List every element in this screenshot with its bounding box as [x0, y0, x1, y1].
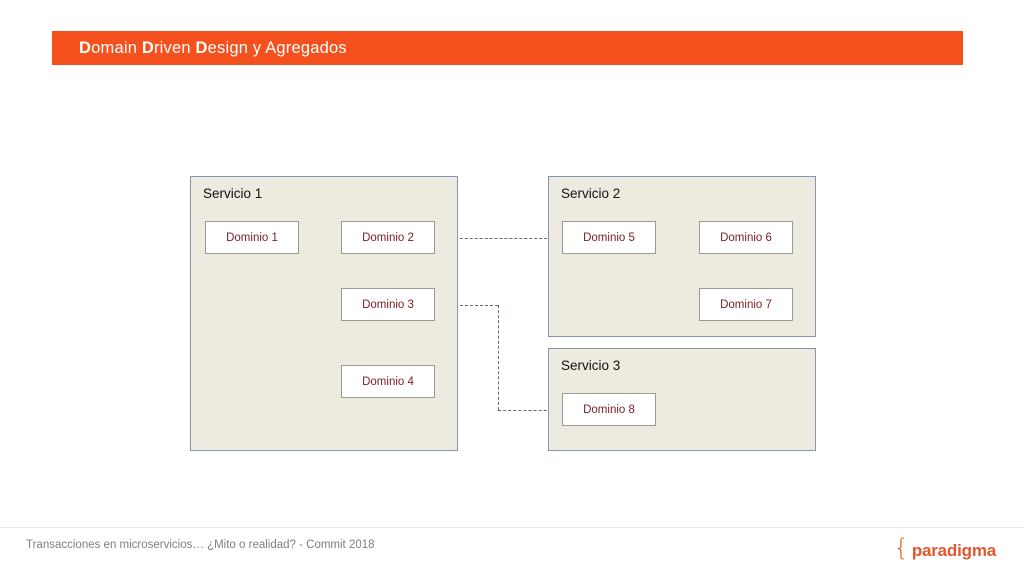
- dashed-connector-dominio3-dominio8: [498, 409, 562, 411]
- footer-divider: [0, 527, 1024, 528]
- domain-label: Dominio 1: [226, 231, 278, 244]
- service-label: Servicio 2: [561, 186, 621, 201]
- domain-box-dominio-6: Dominio 6: [699, 221, 793, 254]
- domain-box-dominio-5: Dominio 5: [562, 221, 656, 254]
- domain-label: Dominio 5: [583, 231, 635, 244]
- domain-label: Dominio 8: [583, 403, 635, 416]
- domain-label: Dominio 6: [720, 231, 772, 244]
- domain-label: Dominio 2: [362, 231, 414, 244]
- brace-icon: {: [893, 534, 909, 562]
- page-title: Domain Driven Design y Agregados: [79, 38, 347, 57]
- service-label: Servicio 1: [203, 186, 263, 201]
- footer-caption: Transacciones en microservicios… ¿Mito o…: [26, 539, 375, 551]
- domain-label: Dominio 7: [720, 298, 772, 311]
- domain-box-dominio-7: Dominio 7: [699, 288, 793, 321]
- dashed-connector-dominio2-dominio5: [435, 237, 562, 239]
- domain-box-dominio-1: Dominio 1: [205, 221, 299, 254]
- domain-box-dominio-2: Dominio 2: [341, 221, 435, 254]
- slide-title-bar: Domain Driven Design y Agregados: [52, 31, 963, 65]
- domain-label: Dominio 3: [362, 298, 414, 311]
- domain-box-dominio-4: Dominio 4: [341, 365, 435, 398]
- dashed-connector-dominio3-segment1: [435, 304, 498, 306]
- brand-name: paradigma: [911, 541, 996, 560]
- domain-label: Dominio 4: [362, 375, 414, 388]
- domain-box-dominio-8: Dominio 8: [562, 393, 656, 426]
- dashed-connector-dominio3-segment2: [498, 304, 499, 410]
- service-label: Servicio 3: [561, 358, 621, 373]
- domain-box-dominio-3: Dominio 3: [341, 288, 435, 321]
- paradigma-logo: { paradigma: [893, 534, 997, 562]
